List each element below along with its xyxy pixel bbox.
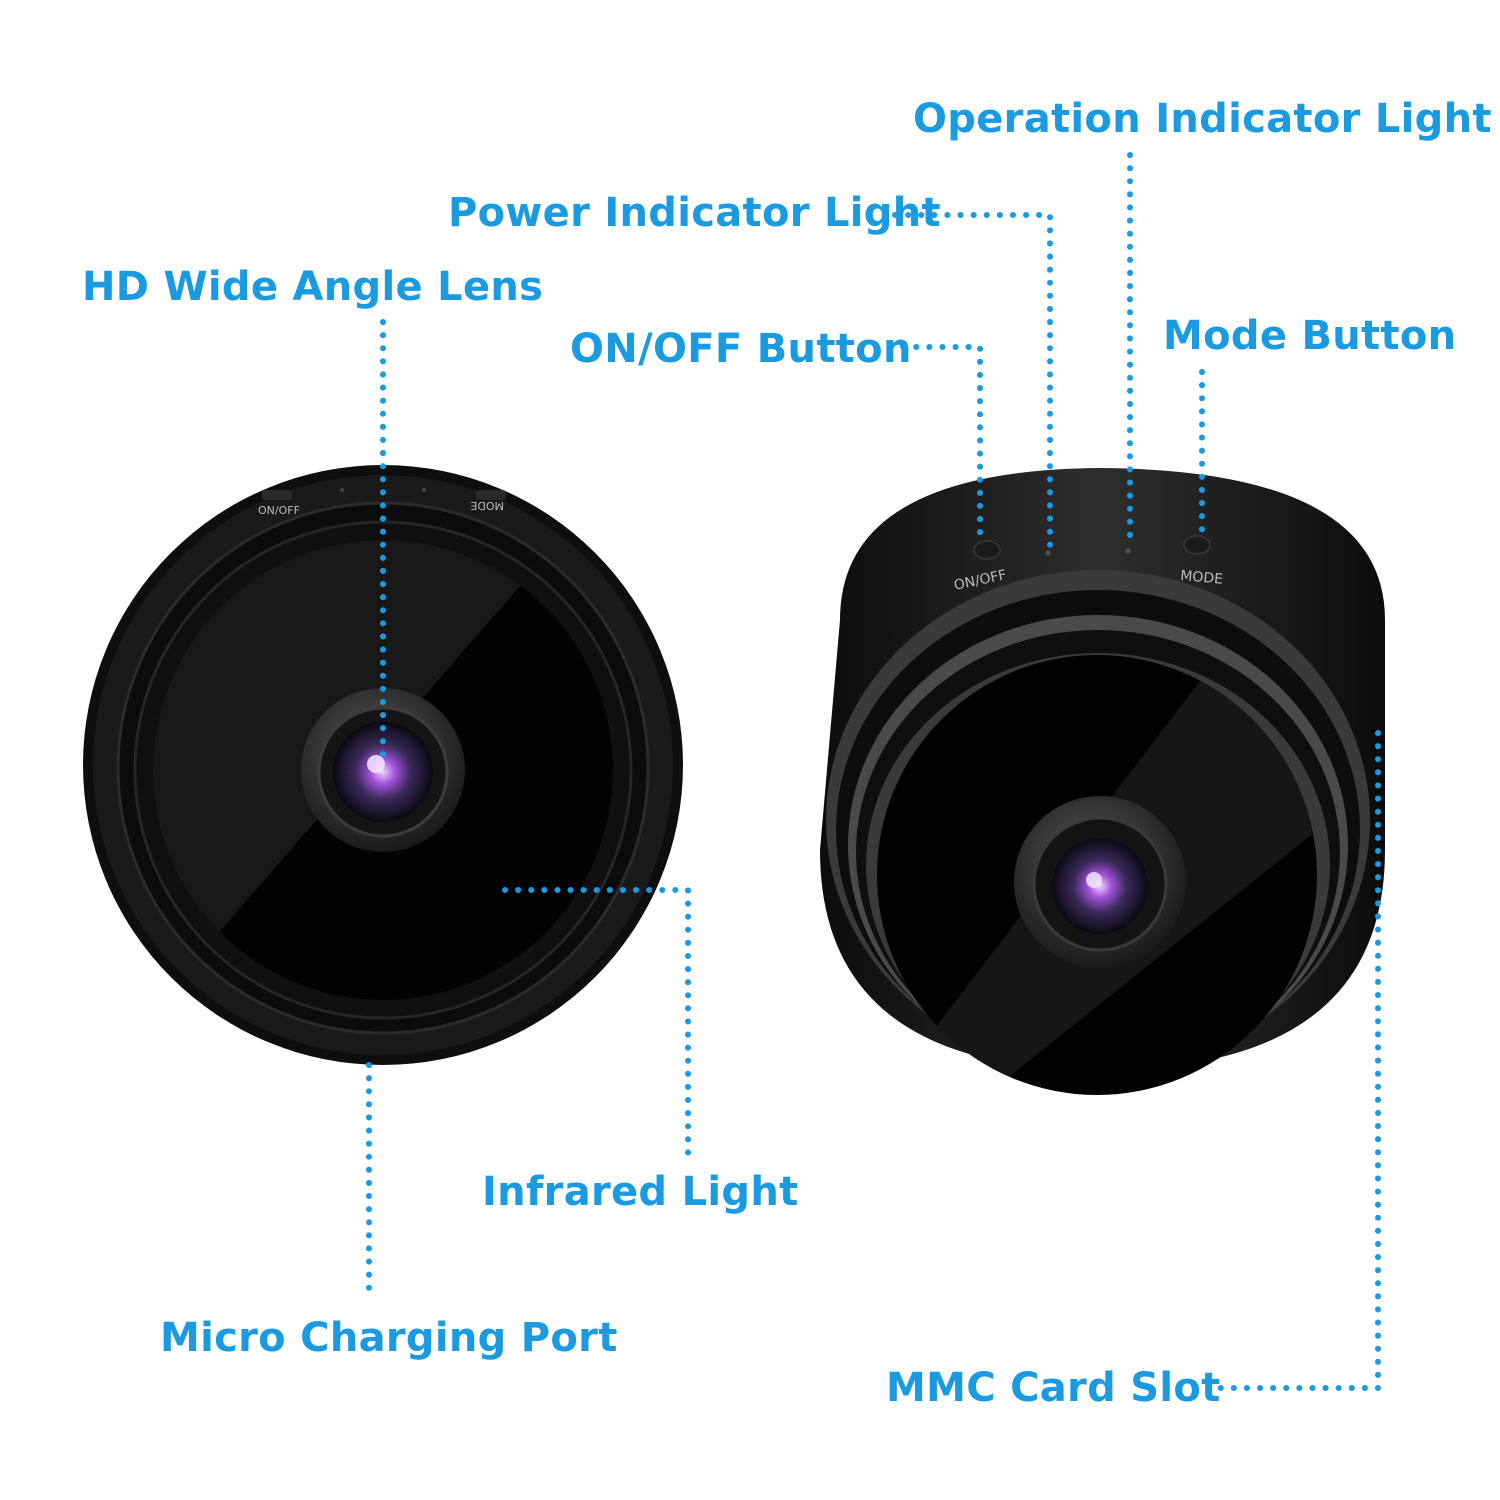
label-power-indicator-light: Power Indicator Light (448, 190, 941, 236)
camera-front-view: ON/OFF MODE (83, 465, 683, 1065)
label-infrared-light: Infrared Light (482, 1169, 799, 1215)
leader-mmc-slot (1210, 730, 1381, 1391)
label-on-off-button: ON/OFF Button (570, 326, 912, 372)
label-hd-wide-angle-lens: HD Wide Angle Lens (82, 264, 544, 310)
label-micro-charging-port: Micro Charging Port (160, 1315, 618, 1361)
label-operation-indicator-light: Operation Indicator Light (913, 96, 1492, 142)
leader-infrared (502, 887, 691, 1158)
callout-leaders (366, 152, 1381, 1391)
front-mode-marking: MODE (470, 499, 504, 512)
leader-on-off (887, 344, 983, 548)
label-mmc-card-slot: MMC Card Slot (886, 1365, 1221, 1411)
leader-power-indicator (892, 212, 1053, 553)
angled-mode-marking: MODE (1180, 568, 1224, 588)
front-onoff-marking: ON/OFF (258, 504, 300, 517)
label-mode-button: Mode Button (1163, 313, 1457, 359)
camera-angled-view: ON/OFF MODE (820, 468, 1385, 1095)
